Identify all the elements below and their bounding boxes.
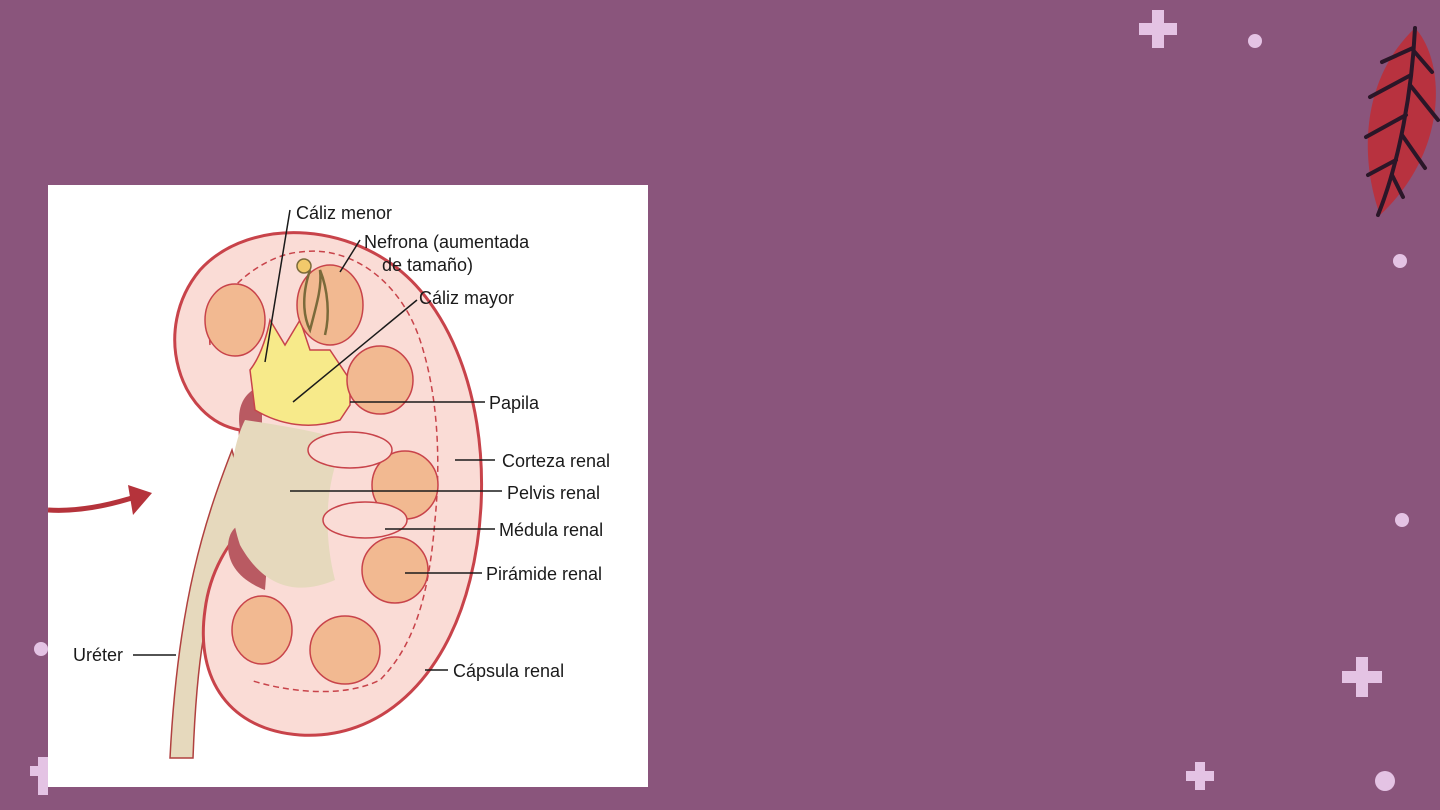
plus-icon: [1342, 657, 1382, 697]
cortex-boundary: [209, 250, 439, 693]
label-caliz-mayor: Cáliz mayor: [419, 288, 515, 308]
label-nefrona-2: de tamaño): [382, 255, 474, 275]
leader-lines: [133, 209, 502, 671]
renal-pyramids: [204, 264, 439, 685]
label-piramide: Pirámide renal: [486, 564, 603, 584]
label-ureter: Uréter: [73, 645, 124, 665]
label-medula: Médula renal: [499, 520, 604, 540]
label-capsula: Cápsula renal: [453, 661, 565, 681]
dot: [1375, 771, 1395, 791]
dot: [1248, 34, 1262, 48]
label-nefrona-1: Nefrona (aumentada: [364, 232, 530, 252]
plus-icon: [1139, 10, 1177, 48]
arrow-icon: [47, 494, 136, 513]
dot: [1393, 254, 1407, 268]
label-pelvis: Pelvis renal: [507, 483, 601, 503]
label-caliz-menor: Cáliz menor: [296, 203, 393, 223]
dot: [1395, 513, 1409, 527]
dot: [34, 642, 48, 656]
leaf-icon: [1364, 26, 1440, 217]
label-papila: Papila: [489, 393, 540, 413]
renal-pelvis: [230, 420, 345, 588]
kidney-diagram: Cáliz menor Nefrona (aumentada de tamaño…: [47, 185, 648, 787]
kidney-illustration: [47, 209, 502, 759]
plus-icon: [1186, 762, 1214, 790]
label-corteza: Corteza renal: [502, 451, 611, 471]
nephron: [303, 269, 329, 336]
plus-icon: [30, 757, 60, 795]
